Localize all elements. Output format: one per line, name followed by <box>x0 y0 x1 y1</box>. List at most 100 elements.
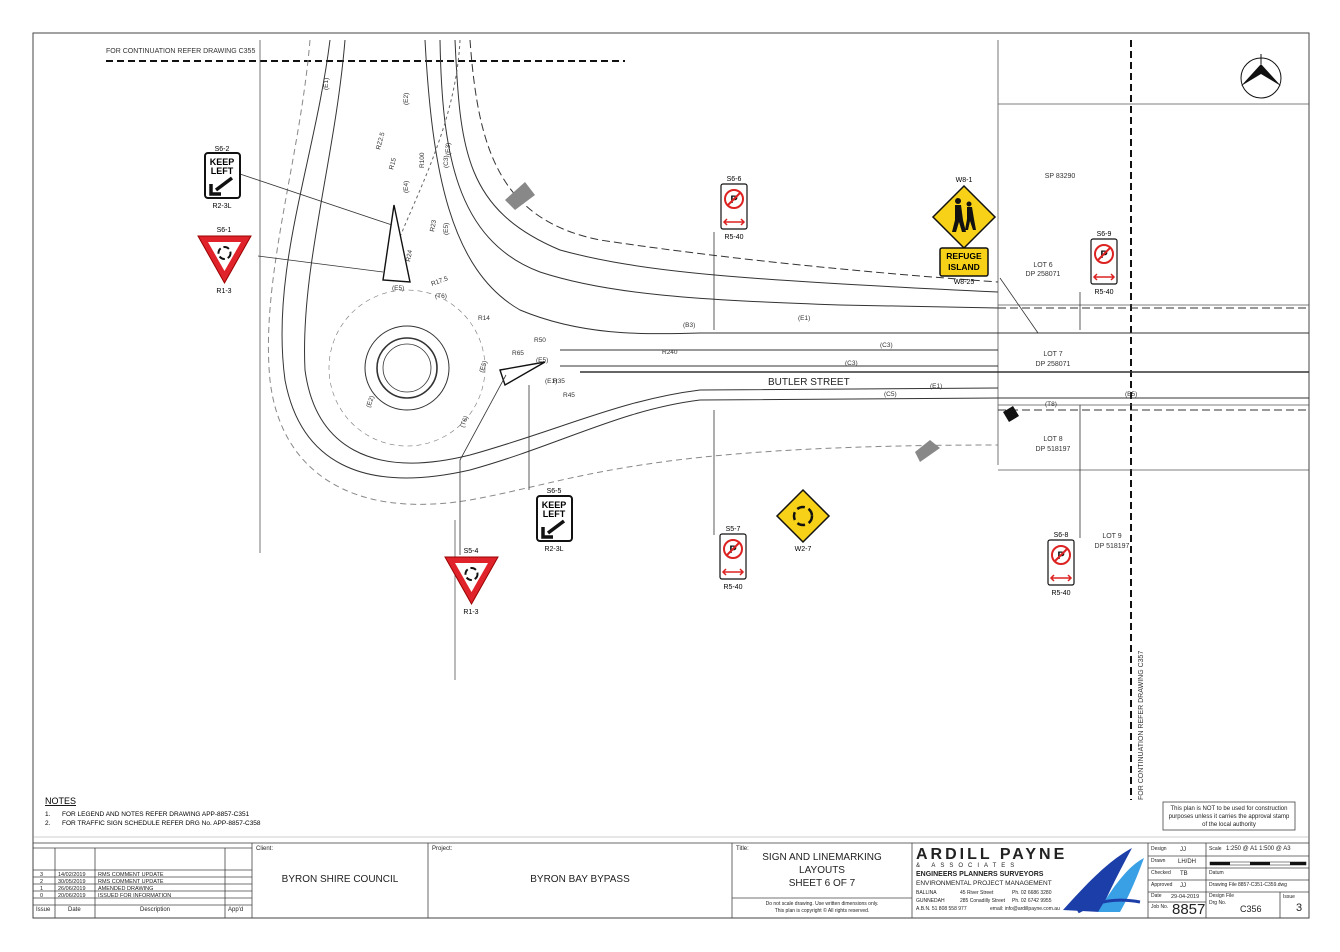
radius-label: R45 <box>563 392 575 399</box>
arrow-both-icon <box>1049 574 1073 582</box>
sign-s5-4-id: S5-4 <box>464 548 479 555</box>
chainage-label: (E1) <box>930 383 942 390</box>
pedestrian-refuge-marks <box>505 182 1019 462</box>
revision-issue: 2 <box>40 879 44 885</box>
radius-label: R15 <box>388 157 398 171</box>
radius-label: R14 <box>478 315 490 322</box>
field-drawing-file: 8857-C351-C359.dwg <box>1238 882 1287 888</box>
field-design-file-label: Design File <box>1209 893 1235 899</box>
revision-issue: 1 <box>40 886 44 892</box>
sign-s6-2-line2: LEFT <box>211 166 234 176</box>
chainage-label: (E1) <box>798 315 810 322</box>
field-design: JJ <box>1180 847 1186 853</box>
sign-s6-8-id: S6-8 <box>1054 532 1069 539</box>
notes-section: NOTES 1. FOR LEGEND AND NOTES REFER DRAW… <box>45 796 261 827</box>
property-boundaries <box>259 40 1309 680</box>
title-block <box>32 836 1310 919</box>
sign-s5-4: S5-4 R1-3 <box>444 548 499 616</box>
company-name: ARDILL PAYNE <box>916 846 1068 863</box>
lot6-line2: DP 258071 <box>1026 271 1061 278</box>
note-2-num: 2. <box>45 820 51 827</box>
revision-date: 30/05/2019 <box>58 879 86 885</box>
client-name: BYRON SHIRE COUNCIL <box>281 874 399 885</box>
title-line-2: LAYOUTS <box>799 865 845 876</box>
lot-labels: SP 83290 LOT 6 DP 258071 LOT 7 DP 258071… <box>1026 173 1130 550</box>
revision-desc: AMENDED DRAWING <box>98 886 154 892</box>
revision-desc: RMS COMMENT UPDATE <box>98 872 164 878</box>
sign-s6-5: S6-5 KEEP LEFT R2-3L <box>536 488 573 553</box>
title-line-1: SIGN AND LINEMARKING <box>762 852 882 863</box>
radius-label: R35 <box>553 378 565 385</box>
chainage-label: (C5) <box>884 391 897 398</box>
sign-s6-2-code: R2-3L <box>212 203 231 210</box>
street-name: BUTLER STREET <box>768 377 850 388</box>
chainage-label: (E2) <box>403 93 410 105</box>
chainage-label: (C3) <box>880 342 893 349</box>
field-dwg-label: Drg No. <box>1209 900 1227 906</box>
radius-label: R50 <box>534 337 546 344</box>
field-checked-label: Checked <box>1151 870 1171 876</box>
field-drawn-label: Drawn <box>1151 858 1166 864</box>
revision-date: 26/06/2019 <box>58 886 86 892</box>
radius-label: R100 <box>419 152 426 168</box>
rev-header-issue: Issue <box>36 907 51 913</box>
copyright-line-1: Do not scale drawing. Use written dimens… <box>765 901 879 907</box>
sign-s5-7-code: R5-40 <box>723 584 742 591</box>
sign-s6-9-id: S6-9 <box>1097 231 1112 238</box>
client-label: Client: <box>256 846 274 852</box>
roundabout-symbol-icon <box>792 505 814 527</box>
lot8-line2: DP 518197 <box>1036 446 1071 453</box>
revision-date: 20/06/2019 <box>58 893 86 899</box>
field-scale-label: Scale <box>1209 846 1222 852</box>
chainage-label: (B5) <box>1125 391 1137 398</box>
office-2-town: GUNNEDAH <box>916 898 945 904</box>
chainage-label: (B3) <box>683 322 695 329</box>
radius-label: R17.5 <box>430 275 449 288</box>
field-job-label: Job No. <box>1151 904 1169 910</box>
radius-label: RZ2.5 <box>375 131 386 150</box>
sign-w2-7: W2-7 <box>775 488 831 553</box>
chainage-label: (E1) <box>545 378 557 385</box>
sign-s6-2-line1: KEEP <box>210 157 235 167</box>
continuation-label-right: FOR CONTINUATION REFER DRAWING C357 <box>1138 651 1145 800</box>
rev-header-app: App'd <box>228 907 244 913</box>
field-job: 8857 <box>1172 901 1206 918</box>
radius-label: R23 <box>429 219 438 232</box>
revision-date: 14/02/2019 <box>58 872 86 878</box>
arrow-down-left-icon <box>209 176 234 196</box>
sign-s6-5-line2: LEFT <box>543 509 566 519</box>
chainage-label: (E1) <box>323 78 330 90</box>
chainage-label: (E5) <box>443 223 450 235</box>
sign-s6-1: S6-1 R1-3 <box>197 227 252 295</box>
project-label: Project: <box>432 846 453 852</box>
field-datum-label: Datum <box>1209 870 1224 876</box>
arrow-down-left-icon <box>541 519 566 539</box>
sign-s5-7-id: S5-7 <box>726 526 741 533</box>
radius-label: R240 <box>662 349 678 356</box>
arrow-both-icon <box>1092 273 1116 281</box>
sign-s6-5-id: S6-5 <box>547 488 562 495</box>
roundabout <box>328 289 486 447</box>
note-1-text: FOR LEGEND AND NOTES REFER DRAWING APP-8… <box>62 811 250 818</box>
sign-s6-6-id: S6-6 <box>727 176 742 183</box>
sign-s6-5-line1: KEEP <box>542 500 567 510</box>
chainage-label: (E5) <box>478 360 489 374</box>
sign-s6-6: S6-6 P R5-40 <box>720 176 748 241</box>
field-issue-label: Issue <box>1283 894 1295 900</box>
lot-sp: SP 83290 <box>1045 173 1076 180</box>
title-line-3: SHEET 6 OF 7 <box>788 878 856 889</box>
lot7-line1: LOT 7 <box>1043 351 1062 358</box>
sign-s6-8-code: R5-40 <box>1051 590 1070 597</box>
revision-desc: ISSUED FOR INFORMATION <box>98 893 172 899</box>
notes-heading: NOTES <box>45 796 76 806</box>
disclaimer-text: This plan is NOT to be used for construc… <box>1168 806 1290 828</box>
copyright-line-2: This plan is copyright © All rights rese… <box>774 908 870 914</box>
revision-desc: RMS COMMENT UPDATE <box>98 879 164 885</box>
chainage-label: (T6) <box>459 415 470 429</box>
office-1-addr: 45 River Street <box>960 890 994 896</box>
chainage-label: (E5) <box>536 357 548 364</box>
note-1-num: 1. <box>45 811 51 818</box>
north-arrow-icon <box>1240 54 1282 99</box>
sign-s6-8: S6-8 P R5-40 <box>1047 532 1075 597</box>
